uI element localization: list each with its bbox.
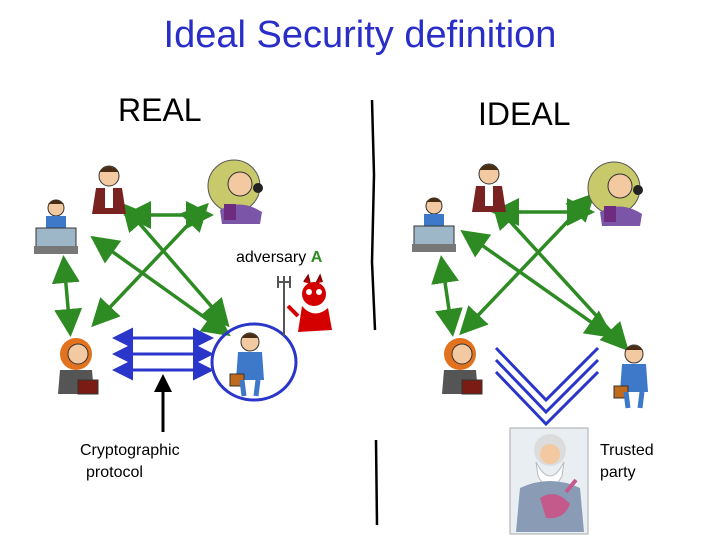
slide-title: Ideal Security definition [163,14,557,56]
protocol-label-line1: Cryptographic [80,442,180,459]
trusted-label-line1: Trusted [600,442,654,459]
real-heading: REAL [118,92,202,128]
woman-with-phone-icon [207,159,263,224]
adversary-label: adversary A [236,247,322,269]
ideal-arrow-left [431,255,463,337]
ideal-arrow-cross-3 [460,229,614,339]
devil-adversary-icon [277,273,332,336]
wizard-trusted-party-icon [509,427,589,535]
man-with-phone-icon [92,165,126,214]
ideal-heading: IDEAL [478,96,571,132]
man-with-phone-icon [472,163,506,212]
real-arrow-cross-3 [90,235,231,337]
trusted-party-label: Trusted party [600,440,654,484]
woman-with-briefcase-icon [442,338,483,395]
businessman-icon [229,332,264,397]
adversary-text: adversary [236,249,311,266]
protocol-label: Cryptographic protocol [80,440,180,484]
man-at-desk-icon [34,199,78,254]
man-at-desk-icon [412,197,456,252]
adversary-letter: A [310,249,323,266]
ideal-arrow-cross-2 [459,192,595,336]
real-arrow-cross-1 [121,202,230,328]
businessman-icon [613,344,648,409]
trusted-label-line2: party [600,464,636,481]
woman-with-briefcase-icon [58,338,99,395]
protocol-label-line2: protocol [86,464,143,481]
woman-with-phone-icon [587,161,643,226]
trusted-party-channels [494,346,600,427]
divider-line [370,99,379,526]
real-arrow-left [51,255,83,337]
corrupted-party-circle [210,322,298,402]
